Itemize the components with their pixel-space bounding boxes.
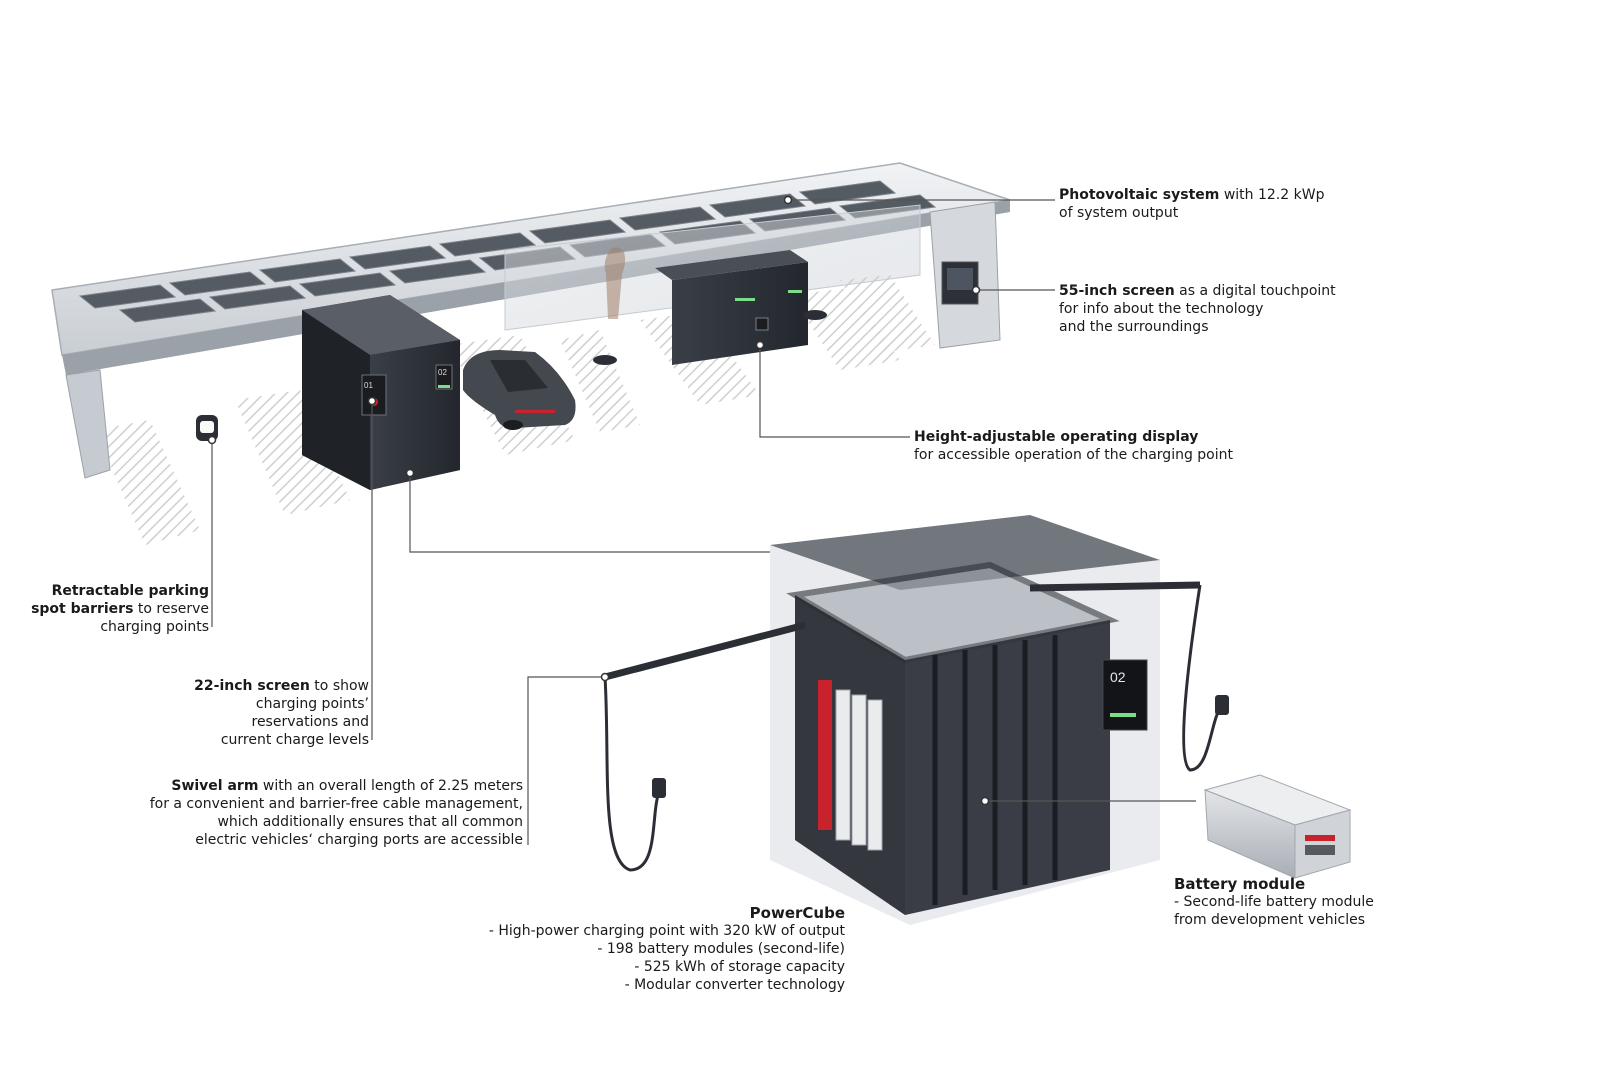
leader-lines: [211, 199, 1196, 845]
battery-line3: from development vehicles: [1174, 912, 1365, 928]
photovoltaic-line2: of system output: [1059, 205, 1179, 221]
floor-pads: [593, 310, 827, 365]
battery-line2: - Second-life battery module: [1174, 894, 1374, 910]
front-cube-label-02: 02: [438, 368, 447, 377]
big-powercube: [770, 515, 1160, 925]
photovoltaic-title: Photovoltaic system: [1059, 187, 1220, 203]
swivel-line2: for a convenient and barrier-free cable …: [149, 796, 523, 812]
callout-height-display: Height-adjustable operating display for …: [914, 428, 1233, 464]
screen22-line3: reservations and: [251, 714, 370, 730]
barriers-line3: charging points: [100, 619, 209, 635]
barriers-title: Retractable parking: [51, 583, 209, 599]
battery-title: Battery module: [1174, 875, 1306, 893]
front-powercube: [302, 295, 460, 490]
callout-swivel-arm: Swivel arm with an overall length of 2.2…: [150, 777, 523, 849]
powercube-item-2: - 198 battery modules (second-life): [597, 941, 845, 957]
back-powercube: [655, 250, 808, 365]
powercube-item-3: - 525 kWh of storage capacity: [634, 959, 845, 975]
screen-55-inch: [941, 261, 979, 305]
barriers-text: to reserve: [133, 601, 209, 617]
powercube-item-1: - High-power charging point with 320 kW …: [488, 923, 845, 939]
person-figure: [604, 247, 626, 319]
front-cube-label-01: 01: [364, 381, 373, 390]
height-display-title: Height-adjustable operating display: [914, 429, 1199, 445]
powercube-item-4: - Modular converter technology: [624, 977, 845, 993]
big-cube-label-02: 02: [1110, 669, 1126, 685]
powercube-title: PowerCube: [749, 904, 845, 922]
screen55-line3: and the surroundings: [1059, 319, 1209, 335]
swivel-line3: which additionally ensures that all comm…: [217, 814, 523, 830]
electric-car: [463, 350, 576, 430]
callout-battery-module: Battery module - Second-life battery mod…: [1174, 875, 1374, 929]
screen55-title: 55-inch screen: [1059, 283, 1175, 299]
swivel-title: Swivel arm: [171, 778, 259, 794]
screen22-line2: charging points’: [255, 696, 369, 712]
swivel-text: with an overall length of 2.25 meters: [258, 778, 523, 794]
callout-screen-55: 55-inch screen as a digital touchpoint f…: [1059, 282, 1336, 336]
screen55-text: as a digital touchpoint: [1174, 283, 1336, 299]
swivel-line4: electric vehicles‘ charging ports are ac…: [195, 832, 523, 848]
screen22-title: 22-inch screen: [194, 678, 310, 694]
parking-barrier: [196, 415, 218, 441]
leader-dots: [207, 195, 990, 806]
callout-screen-22: 22-inch screen to show charging points’ …: [194, 677, 369, 749]
height-display-line2: for accessible operation of the charging…: [914, 447, 1233, 463]
callout-powercube: PowerCube - High-power charging point wi…: [489, 904, 845, 994]
battery-module-illustration: [1203, 774, 1352, 879]
swivel-arms: [603, 581, 1224, 872]
screen22-text: to show: [309, 678, 369, 694]
callout-parking-barriers: Retractable parking spot barriers to res…: [31, 582, 209, 636]
screen55-line2: for info about the technology: [1059, 301, 1264, 317]
photovoltaic-text: with 12.2 kWp: [1219, 187, 1325, 203]
charging-plugs: [652, 695, 1229, 798]
barriers-title-2: spot barriers: [31, 601, 134, 617]
screen22-line4: current charge levels: [220, 732, 369, 748]
callout-photovoltaic: Photovoltaic system with 12.2 kWp of sys…: [1059, 186, 1324, 222]
